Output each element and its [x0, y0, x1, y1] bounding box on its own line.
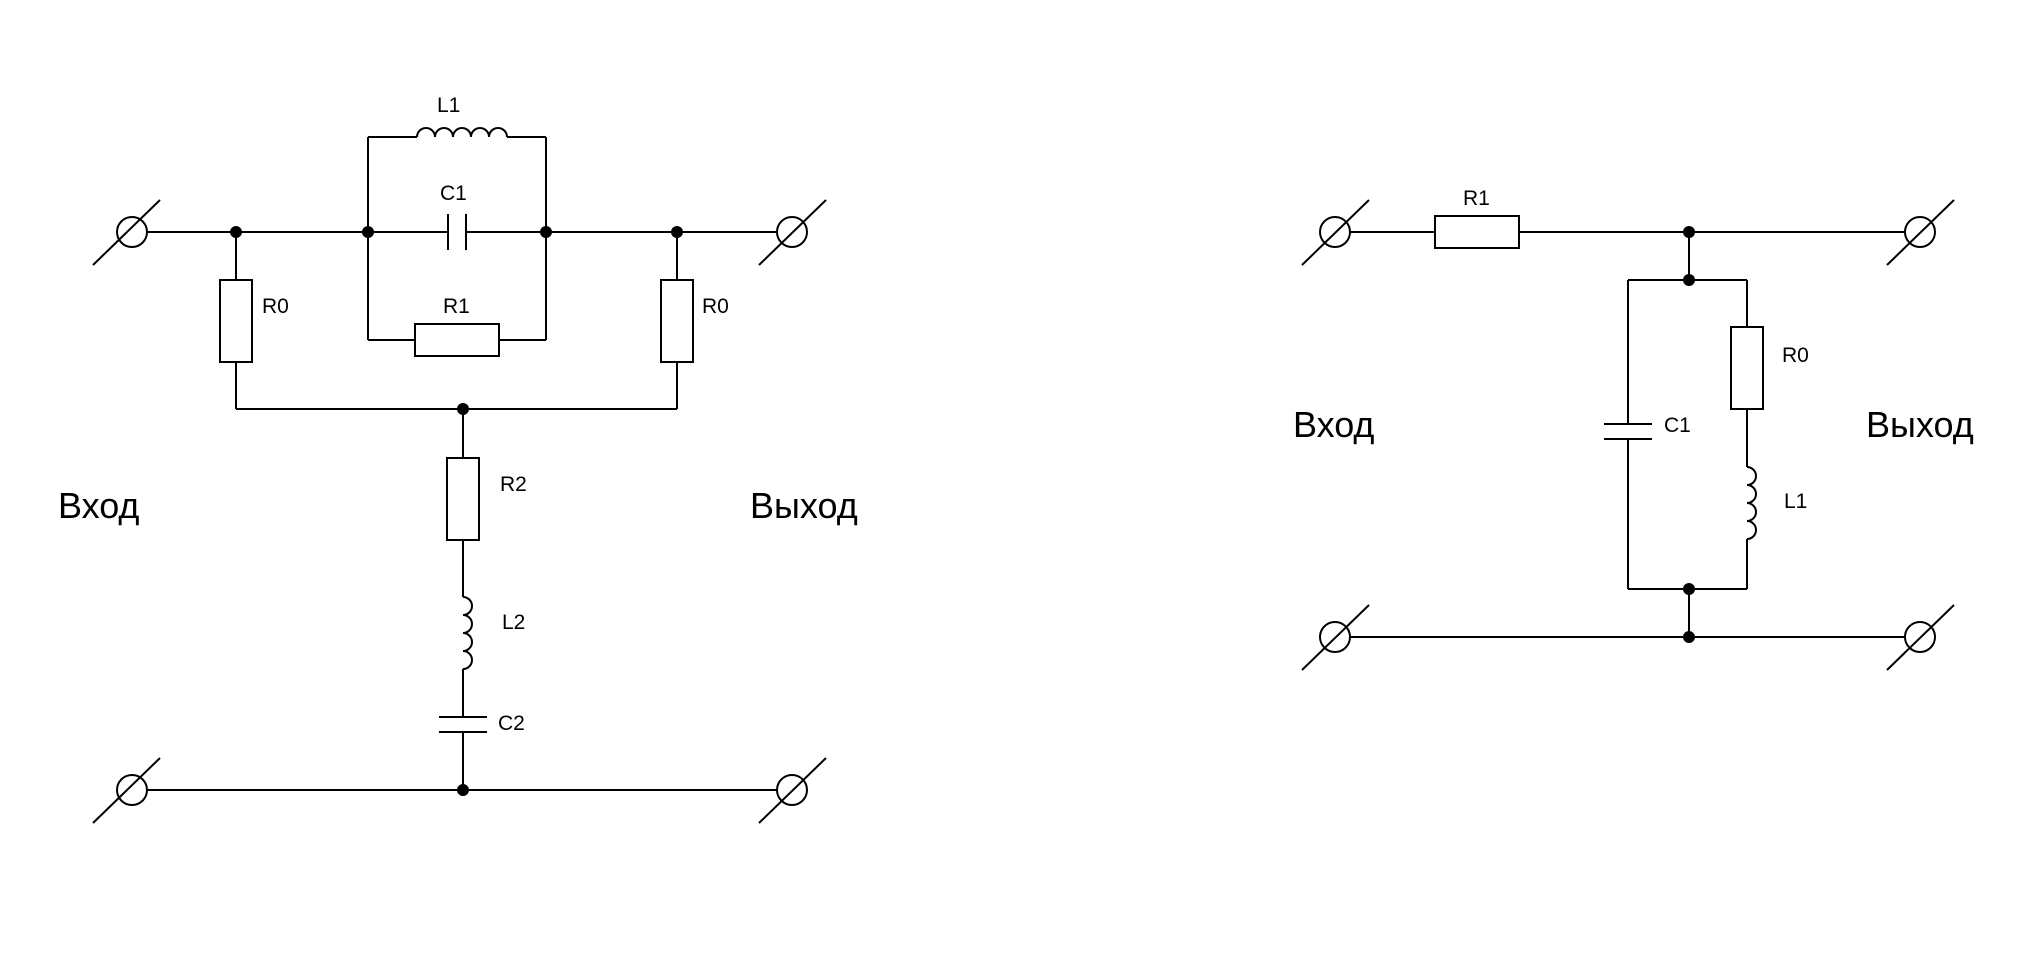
label-r1-right: R1 — [1463, 187, 1490, 210]
junction-dot — [1683, 583, 1695, 595]
resistor-r1-right — [1434, 215, 1520, 249]
left-circuit: L1 C1 R1 R0 R0 R2 L2 C2 — [58, 94, 858, 824]
right-output-label: Выход — [1866, 404, 1974, 445]
label-r0-right-circuit: R0 — [1782, 344, 1809, 367]
right-circuit: R1 C1 R0 L1 Вход Выход — [1293, 187, 1974, 671]
inductor-l1 — [416, 127, 508, 138]
left-output-label: Выход — [750, 485, 858, 526]
inductor-l2 — [462, 596, 473, 670]
label-c1: C1 — [440, 182, 467, 205]
resistor-r1 — [414, 323, 500, 357]
label-l1: L1 — [437, 94, 460, 117]
resistor-r0-right-circuit — [1730, 326, 1764, 410]
junction-dot — [457, 784, 469, 796]
label-l1-right: L1 — [1784, 490, 1807, 513]
junction-dot — [671, 226, 683, 238]
junction-dot — [1683, 274, 1695, 286]
junction-dot — [1683, 226, 1695, 238]
junction-dot — [362, 226, 374, 238]
junction-dot — [457, 403, 469, 415]
junction-dot — [230, 226, 242, 238]
junction-dot — [1683, 631, 1695, 643]
label-r0-right: R0 — [702, 295, 729, 318]
label-r1: R1 — [443, 295, 470, 318]
junction-dot — [540, 226, 552, 238]
label-r0-left: R0 — [262, 295, 289, 318]
resistor-r0-left — [219, 279, 253, 363]
left-input-label: Вход — [58, 485, 139, 526]
resistor-r2 — [446, 457, 480, 541]
inductor-l1-right — [1746, 466, 1757, 540]
label-r2: R2 — [500, 473, 527, 496]
label-c1-right: C1 — [1664, 414, 1691, 437]
right-input-label: Вход — [1293, 404, 1374, 445]
resistor-r0-right — [660, 279, 694, 363]
label-c2: C2 — [498, 712, 525, 735]
label-l2: L2 — [502, 611, 525, 634]
